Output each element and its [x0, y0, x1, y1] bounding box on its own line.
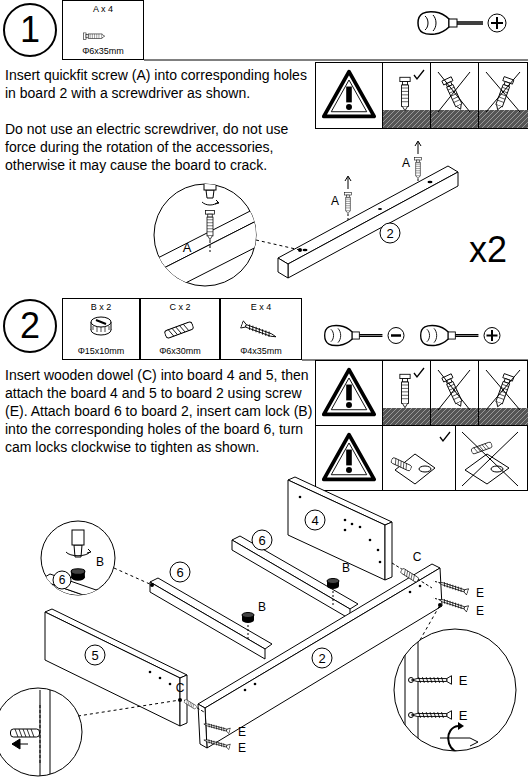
part-box: A x 4 Φ6x35mm	[62, 0, 144, 60]
instruction-text: Insert quickfit screw (A) into correspon…	[5, 66, 313, 102]
callout-number: 6	[176, 566, 183, 579]
part-quantity: A x 4	[63, 4, 143, 14]
callout-number: 4	[311, 514, 318, 527]
callout-number: 6	[258, 534, 265, 547]
part-quantity: C x 2	[141, 302, 219, 312]
part-letter: A	[402, 157, 410, 169]
part-box: E x 4 Φ4x35mm	[220, 298, 302, 360]
part-size: Φ4x35mm	[221, 346, 301, 356]
part-size: Φ6x35mm	[63, 46, 143, 56]
callout-number: 6	[59, 574, 66, 586]
part-size: Φ6x30mm	[141, 346, 219, 356]
step-number-circle: 2	[3, 299, 57, 353]
part-letter: C	[176, 682, 185, 694]
part-letter: A	[183, 241, 192, 254]
instruction-text: Insert wooden dowel (C) into board 4 and…	[5, 366, 313, 456]
step-number: 1	[20, 12, 40, 48]
part-quantity: E x 4	[221, 302, 301, 312]
part-box: B x 2 Φ15x10mm	[62, 298, 140, 360]
callout-number: 5	[91, 649, 98, 662]
part-letter: B	[96, 556, 104, 568]
part-size: Φ15x10mm	[63, 346, 139, 356]
part-letter: B	[342, 562, 350, 574]
part-letter: A	[331, 195, 339, 207]
callout-number: 2	[386, 227, 393, 240]
warning-text: Do not use an electric screwdriver, do n…	[5, 120, 313, 174]
part-letter: E	[476, 605, 484, 617]
step-number: 2	[20, 308, 40, 344]
part-quantity: B x 2	[63, 302, 139, 312]
part-letter: E	[459, 674, 468, 687]
step-number-circle: 1	[3, 3, 57, 57]
callout-number: 2	[318, 652, 325, 665]
part-letter: E	[459, 709, 468, 722]
part-letter: C	[413, 551, 422, 563]
part-letter: E	[238, 742, 246, 754]
part-box: C x 2 Φ6x30mm	[140, 298, 220, 360]
part-letter: B	[258, 601, 266, 613]
part-letter: E	[238, 726, 246, 738]
quantity-mark: x2	[469, 232, 507, 268]
part-letter: E	[476, 587, 484, 599]
